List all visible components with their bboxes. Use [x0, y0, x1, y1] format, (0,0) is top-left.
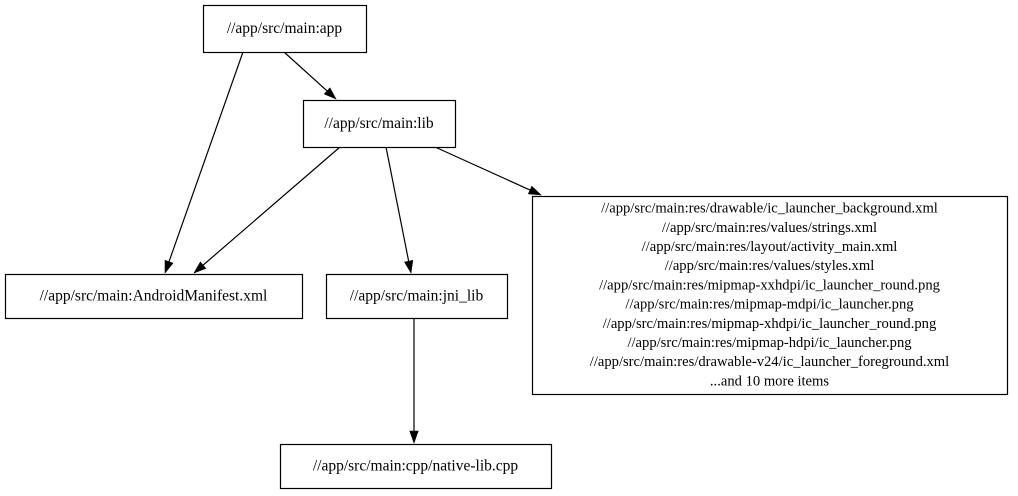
node-label-line: //app/src/main:res/drawable/ic_launcher_…: [601, 201, 938, 217]
nodes-layer: //app/src/main:app //app/src/main:lib //ap…: [4, 4, 1009, 490]
edge-arrowhead-icon: [404, 260, 414, 274]
node-box: [202, 4, 368, 54]
node-box: [531, 195, 1009, 396]
node-label-line: //app/src/main:res/mipmap-xxhdpi/ic_laun…: [599, 277, 941, 293]
node-label-line: //app/src/main:res/layout/activity_main.…: [642, 239, 898, 255]
graph-node-lib[interactable]: //app/src/main:lib: [302, 99, 457, 149]
edge-line: [434, 146, 532, 192]
node-label: //app/src/main:cpp/native-lib.cpp: [313, 458, 519, 475]
edge-line: [283, 51, 329, 93]
graph-node-manifest[interactable]: //app/src/main:AndroidManifest.xml: [4, 273, 304, 320]
edge-arrowhead-icon: [527, 185, 542, 196]
node-box: [279, 443, 553, 490]
graph-node-jni_lib[interactable]: //app/src/main:jni_lib: [325, 273, 509, 320]
edge-arrowhead-icon: [164, 259, 174, 274]
node-box: [302, 99, 457, 149]
node-label-line: //app/src/main:res/drawable-v24/ic_launc…: [590, 354, 949, 370]
node-label-line: //app/src/main:res/mipmap-mdpi/ic_launch…: [625, 297, 914, 313]
graph-node-app[interactable]: //app/src/main:app: [202, 4, 368, 54]
node-label-line: //app/src/main:res/values/strings.xml: [662, 220, 877, 236]
edge-line: [385, 146, 410, 263]
graph-edge-app-to-manifest: [164, 51, 244, 274]
node-label-line: ...and 10 more items: [710, 373, 829, 389]
graph-node-native_lib[interactable]: //app/src/main:cpp/native-lib.cpp: [279, 443, 553, 490]
graph-edge-jni_lib-to-native_lib: [409, 318, 419, 444]
node-label-line: //app/src/main:res/values/styles.xml: [665, 258, 875, 274]
node-label-line: //app/src/main:res/mipmap-hdpi/ic_launch…: [627, 335, 912, 351]
node-box: [325, 273, 509, 320]
graph-edge-app-to-lib: [283, 51, 337, 100]
edge-line: [201, 146, 341, 267]
edges-layer: [164, 51, 542, 444]
node-label-line: //app/src/main:res/mipmap-xhdpi/ic_launc…: [603, 316, 937, 332]
edge-arrowhead-icon: [193, 261, 207, 274]
node-label: //app/src/main:app: [227, 20, 343, 37]
node-box: [4, 273, 304, 320]
graph-edge-lib-to-manifest: [193, 146, 341, 274]
edge-line: [167, 51, 244, 264]
edge-arrowhead-icon: [409, 430, 419, 444]
node-label: //app/src/main:AndroidManifest.xml: [40, 288, 268, 305]
graph-node-resources[interactable]: //app/src/main:res/drawable/ic_launcher_…: [531, 195, 1009, 396]
graph-edge-lib-to-resources: [434, 146, 542, 196]
graph-edge-lib-to-jni_lib: [385, 146, 414, 274]
node-label: //app/src/main:jni_lib: [350, 288, 484, 305]
edge-arrowhead-icon: [323, 87, 337, 100]
node-label: //app/src/main:lib: [324, 115, 434, 132]
